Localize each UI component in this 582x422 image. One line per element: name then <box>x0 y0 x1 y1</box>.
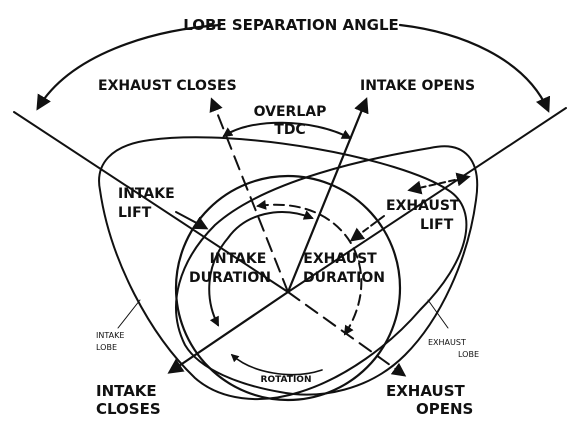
intake-lift-label-2: LIFT <box>118 205 152 221</box>
rotation-label: ROTATION <box>261 375 312 385</box>
intake-duration-label-1: INTAKE <box>210 251 267 267</box>
exhaust-lift-arrow-inner <box>349 215 385 242</box>
intake-closes-label-2: CLOSES <box>96 400 161 418</box>
intake-closes-label-1: INTAKE <box>96 382 157 400</box>
exhaust-lobe-label-1: EXHAUST <box>428 338 466 347</box>
intake-lift-label-1: INTAKE <box>118 186 175 202</box>
overlap-arc <box>222 121 352 139</box>
intake-duration-label-2: DURATION <box>189 270 271 286</box>
exhaust-duration-label-1: EXHAUST <box>303 251 377 267</box>
intake-lobe-label-2: LOBE <box>96 343 117 352</box>
overlap-label: OVERLAP <box>254 104 327 120</box>
exhaust-opens-label-2: OPENS <box>416 400 473 418</box>
intake-lobe-leader <box>117 299 141 329</box>
intake-closes-line <box>167 290 290 374</box>
rotation-arc <box>230 353 323 376</box>
exhaust-opens-label-1: EXHAUST <box>386 382 465 400</box>
lobe-separation-angle-label: LOBE SEPARATION ANGLE <box>183 16 399 34</box>
exhaust-lobe-leader <box>427 299 449 329</box>
exhaust-closes-label: EXHAUST CLOSES <box>98 78 237 94</box>
exhaust-lift-arrow <box>407 172 471 195</box>
exhaust-lobe-label-2: LOBE <box>458 350 479 359</box>
exhaust-lift-label-1: EXHAUST <box>386 198 460 214</box>
base-circle <box>174 174 402 402</box>
exhaust-lift-label-2: LIFT <box>420 217 454 233</box>
intake-lobe-outline <box>98 136 468 401</box>
lobe-separation-arc <box>38 23 548 110</box>
intake-lobe-label-1: INTAKE <box>96 331 124 340</box>
exhaust-duration-label-2: DURATION <box>303 270 385 286</box>
tdc-label: TDC <box>274 122 305 138</box>
intake-lift-arrow <box>175 211 209 230</box>
intake-opens-label: INTAKE OPENS <box>360 78 475 94</box>
exhaust-duration-arc <box>256 199 363 336</box>
exhaust-lobe-outline <box>175 145 479 396</box>
